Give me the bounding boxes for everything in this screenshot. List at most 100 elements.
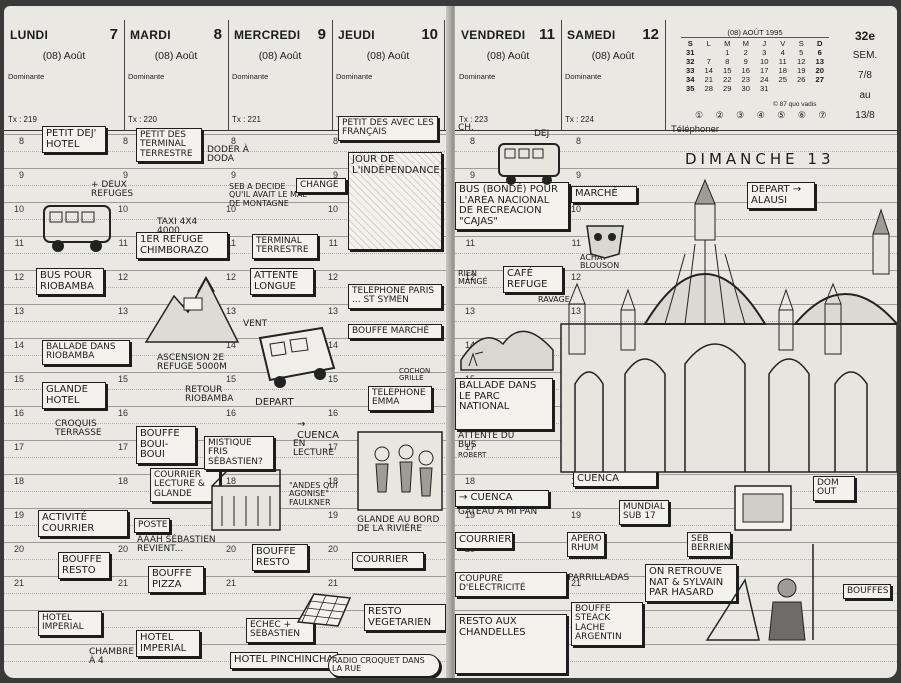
mask-drawing-icon xyxy=(586,225,624,259)
hour-label: 18 xyxy=(327,476,338,486)
hour-line xyxy=(455,134,897,135)
note-monday-bus: BUS POUR RIOBAMBA xyxy=(36,268,104,295)
hour-label: 12 xyxy=(464,272,475,282)
note-friday-power-cut: COUPURE D'ELECTRICITÉ xyxy=(455,572,567,597)
hour-line xyxy=(4,304,451,305)
calendar-day xyxy=(774,84,793,93)
hour-label: 9 xyxy=(575,170,581,180)
day-month: (08) Août xyxy=(258,50,302,62)
day-month: (08) Août xyxy=(591,50,635,62)
half-hour-line xyxy=(455,559,897,560)
day-tx: Tx : 223 xyxy=(459,115,488,124)
hour-line xyxy=(4,168,451,169)
river-people-drawing-icon xyxy=(357,431,443,511)
hour-label: 11 xyxy=(465,238,475,248)
hour-label: 12 xyxy=(117,272,128,282)
note-monday-walk: BALLADE DANS RIOBAMBA xyxy=(42,340,130,365)
half-hour-line xyxy=(4,219,451,220)
note-tuesday-refuge: 1er REFUGE CHIMBORAZO xyxy=(136,232,228,259)
day-dominante: Dominante xyxy=(459,72,496,81)
hour-label: 10 xyxy=(570,204,581,214)
note-sunday-depart: DEPART → ALAUSI xyxy=(747,182,815,209)
calendar-weekday: J xyxy=(762,39,767,48)
calendar-day: 22 xyxy=(723,75,732,84)
note-friday-room: CH. xyxy=(458,123,474,133)
hour-label: 10 xyxy=(117,204,128,214)
day-number: 10 xyxy=(421,26,438,43)
hour-line xyxy=(4,610,451,611)
calendar-day: 28 xyxy=(704,84,713,93)
hour-label: 10 xyxy=(225,204,236,214)
hour-label: 14 xyxy=(327,340,338,350)
day-month: (08) Août xyxy=(366,50,410,62)
note-thursday-cuenca: → CUENCA xyxy=(297,419,339,441)
hour-label: 15 xyxy=(117,374,128,384)
calendar-day: 12 xyxy=(797,57,806,66)
week-sep: au xyxy=(859,90,871,101)
note-thursday-independence-text: JOUR DE L'INDÉPENDANCE xyxy=(352,154,440,176)
park-drawing-icon xyxy=(460,330,554,371)
week-from: 7/8 xyxy=(858,70,872,81)
note-monday-mail: ACTIVITÉ COURRIER xyxy=(38,510,128,537)
hour-line xyxy=(455,644,897,645)
hour-label: 17 xyxy=(117,442,128,452)
note-tuesday-pizza: BOUFFE PIZZA xyxy=(148,566,204,593)
hour-line xyxy=(455,610,897,611)
note-friday-cafe: CAFÉ REFUGE xyxy=(503,266,563,293)
hour-label: 8 xyxy=(332,136,338,146)
hour-label: 8 xyxy=(122,136,128,146)
half-hour-line xyxy=(455,151,897,152)
day-number: 8 xyxy=(213,26,222,43)
calendar-day: 18 xyxy=(778,66,787,75)
calendar-day: 11 xyxy=(778,57,787,66)
hour-label: 14 xyxy=(225,340,236,350)
note-friday-park: BALLADE DANS LE PARC NATIONAL xyxy=(455,378,553,430)
hour-label: 20 xyxy=(225,544,236,554)
hour-label: 20 xyxy=(117,544,128,554)
note-thursday-faulkner: "ANDES QUI AGONISE" FAULKNER xyxy=(289,481,338,507)
note-friday-lunch: DEJ xyxy=(534,129,550,139)
calendar-day: 3 xyxy=(762,48,767,57)
hour-line xyxy=(455,202,897,203)
hour-label: 18 xyxy=(13,476,24,486)
calendar-weekday: L xyxy=(706,39,711,48)
day-tx: Tx : 219 xyxy=(8,115,37,124)
hour-label: 16 xyxy=(225,408,236,418)
note-saturday-apero: APERO RHUM xyxy=(567,532,605,557)
calendar-day: 13 xyxy=(815,57,824,66)
note-thursday-radio: RADIO CROQUET DANS LA RUE xyxy=(328,654,440,677)
hour-label: 21 xyxy=(225,578,236,588)
cathedral-drawing-icon xyxy=(560,178,897,473)
half-hour-line xyxy=(455,627,897,628)
calendar-weekday: S xyxy=(798,39,804,48)
hour-line xyxy=(4,406,451,407)
half-hour-line xyxy=(4,185,451,186)
half-hour-line xyxy=(4,355,451,356)
note-tuesday-breakfast: PETIT DES TERMINAL TERRESTRE xyxy=(136,128,202,163)
hour-label: 11 xyxy=(14,238,24,248)
hour-line xyxy=(4,644,451,645)
calendar-day: 4 xyxy=(780,48,785,57)
half-hour-line xyxy=(455,219,897,220)
calendar-day: 1 xyxy=(725,48,730,57)
hour-label: 9 xyxy=(469,170,475,180)
half-hour-line xyxy=(455,491,897,492)
day-name: LUNDI xyxy=(10,28,49,42)
week-info: 32e SEM. 7/8 au 13/8 xyxy=(837,26,893,126)
half-hour-line xyxy=(4,151,451,152)
note-tuesday-taxi: TAXI 4x4 4000 xyxy=(157,217,198,236)
hour-label: 13 xyxy=(117,306,128,316)
hour-label: 17 xyxy=(13,442,24,452)
calendar-week-number: 31 xyxy=(686,48,695,57)
calendar-day: 26 xyxy=(797,75,806,84)
note-sunday-out: DOM OUT xyxy=(813,476,855,501)
calendar-day: 21 xyxy=(704,75,713,84)
hour-label: 9 xyxy=(122,170,128,180)
day-name: MARDI xyxy=(130,28,171,42)
